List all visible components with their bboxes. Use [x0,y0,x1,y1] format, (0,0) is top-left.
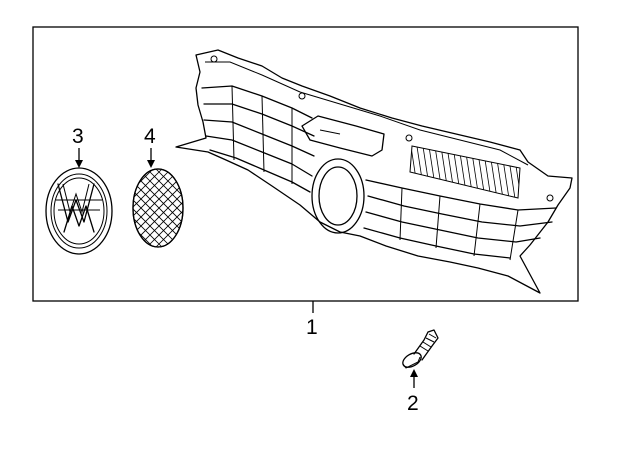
emblem-badge[interactable] [45,167,113,255]
mesh-insert[interactable] [38,168,271,248]
grille-assembly[interactable] [175,49,573,294]
leader-arrow-3 [75,148,83,168]
assembly-frame [32,26,579,302]
screw[interactable] [400,329,439,370]
leader-arrow-4 [147,148,155,168]
callout-1: 1 [306,316,318,339]
callout-4: 4 [144,125,156,148]
callout-2: 2 [407,392,419,415]
vent-slots [410,146,520,198]
callout-3: 3 [72,125,84,148]
leader-arrow-2 [410,369,418,388]
